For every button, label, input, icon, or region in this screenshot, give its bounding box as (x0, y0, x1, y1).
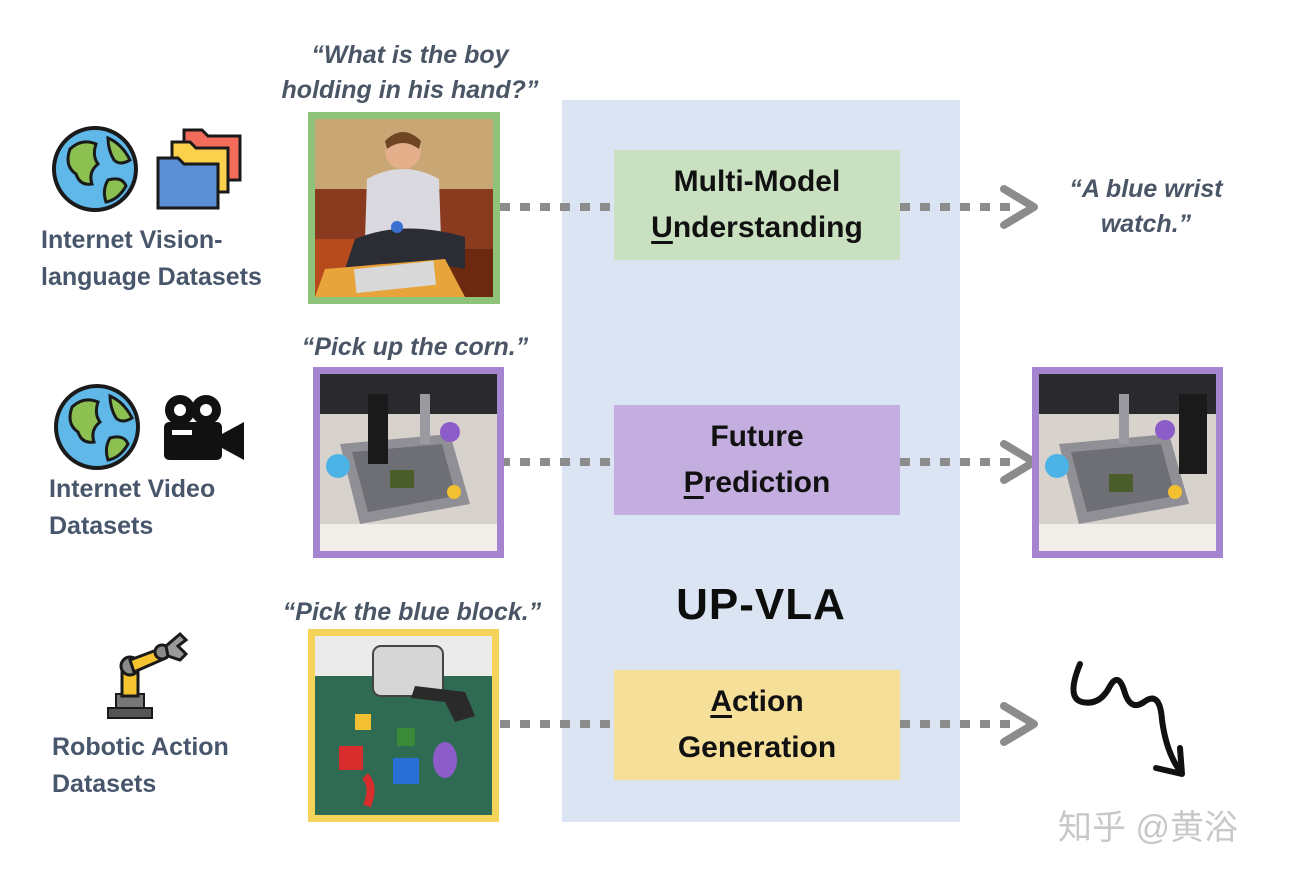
model-title: UP-VLA (676, 580, 846, 629)
globe-icon (54, 384, 140, 470)
source-label-robotic: Robotic Action Datasets (52, 733, 229, 798)
prompt-prediction: “Pick up the corn.” (301, 333, 529, 361)
output-text-answer: “A blue wrist watch.” (1069, 175, 1223, 238)
source-label-vision-language: Internet Vision- language Datasets (41, 226, 262, 291)
image-robot-table-blocks (308, 629, 499, 822)
prompt-understanding: “What is the boy holding in his hand?” (281, 41, 539, 104)
multimodal-understanding-box: Multi-Model Understanding (614, 150, 900, 260)
globe-icon (52, 126, 138, 212)
understanding-initial: U (651, 211, 673, 244)
action-generation-box: Action Generation (614, 670, 900, 780)
arrowhead-action (1000, 702, 1038, 746)
robot-arm-icon (107, 631, 189, 719)
prediction-initial: P (683, 466, 704, 499)
image-kitchen-sink-predicted (1032, 367, 1223, 558)
prompt-action: “Pick the blue block.” (282, 598, 542, 626)
source-label-video: Internet Video Datasets (49, 475, 216, 540)
folders-icon (156, 128, 242, 210)
trajectory-squiggle-icon (1070, 661, 1185, 777)
video-camera-icon (164, 395, 244, 460)
future-prediction-box: Future Prediction (614, 405, 900, 515)
action-initial: A (710, 685, 732, 718)
image-boy-holding-watch (308, 112, 500, 304)
image-kitchen-sink-current (313, 367, 504, 558)
arrowhead-understanding (1000, 185, 1038, 229)
watermark: 知乎 @黄浴 (1058, 809, 1238, 847)
